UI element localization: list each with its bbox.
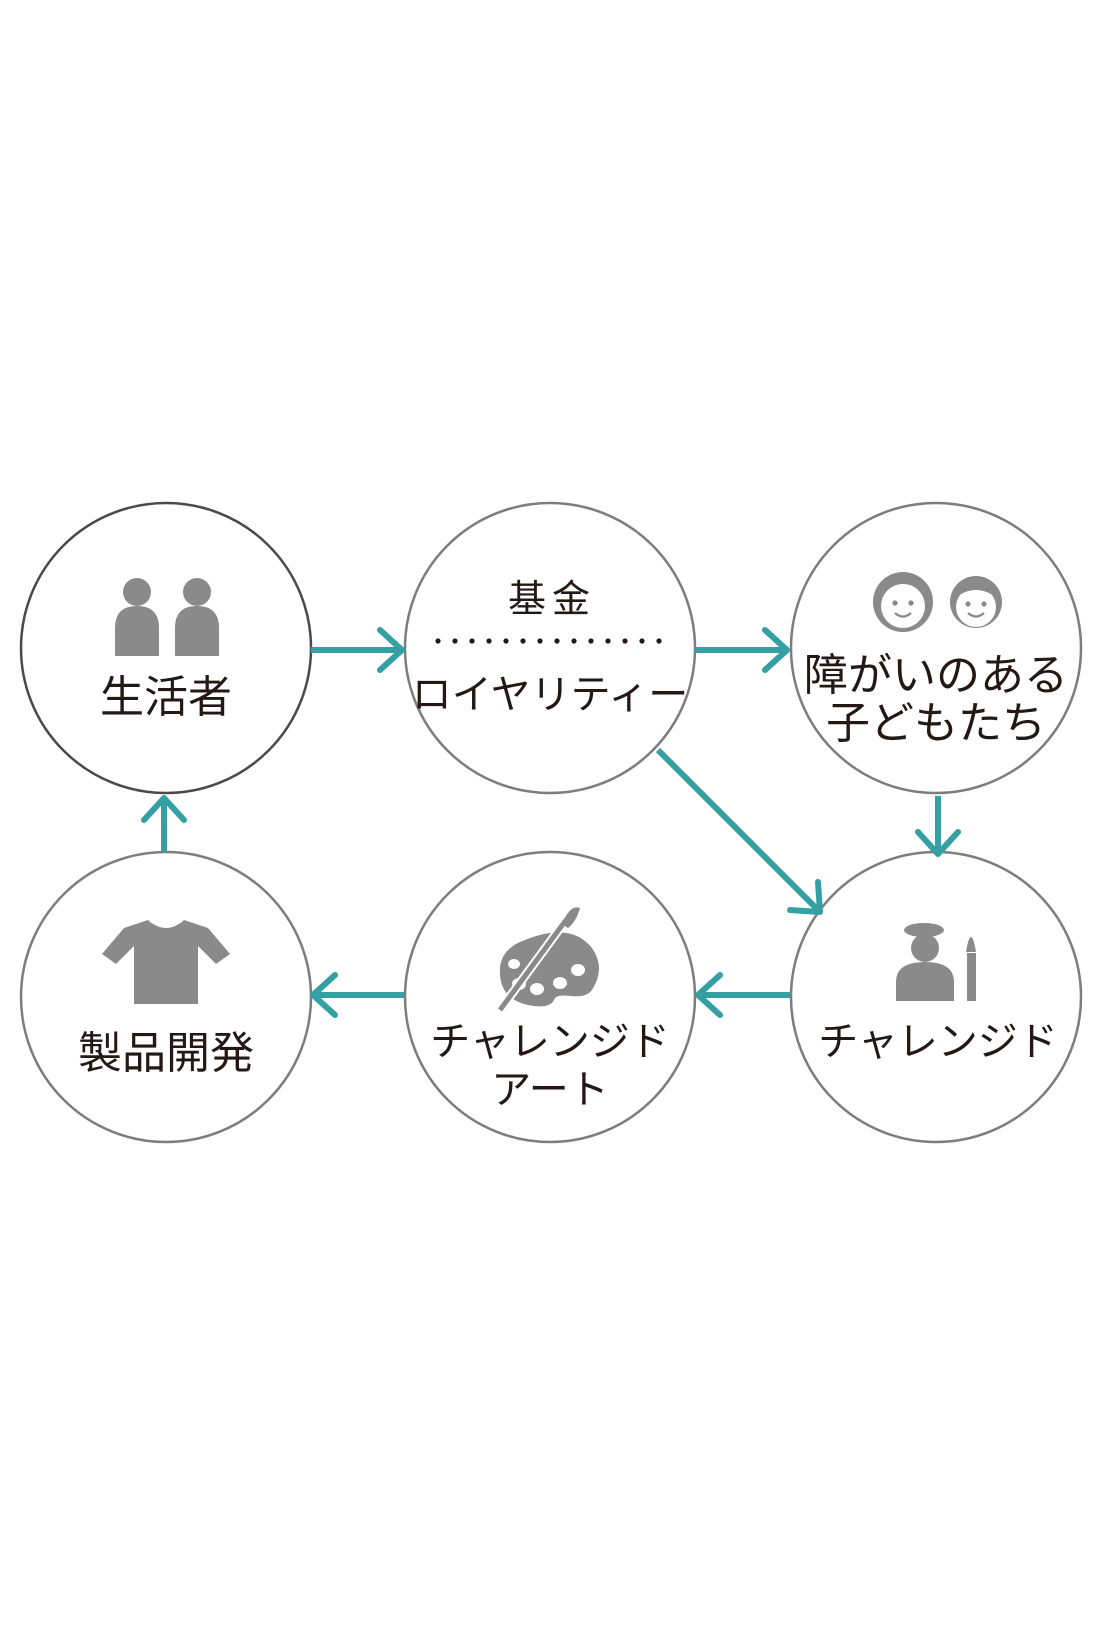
arrow-art-to-product [310,972,404,1018]
node-children-circle [789,501,1083,795]
node-challenged-art-label-line2: アート [491,1067,609,1113]
children-faces-icon [873,572,1002,632]
shirt-icon [102,920,230,1004]
arrow-fund-to-children [696,627,790,673]
node-challenged-art-label-line1: チャレンジド [430,1019,670,1065]
node-product-dev-label: 製品開発 [78,1028,254,1079]
node-challenged-label: チャレンジド [818,1019,1058,1065]
node-consumers-label: 生活者 [100,672,232,723]
arrow-fund-to-challenged [655,747,823,915]
arrow-consumers-to-fund [311,627,405,673]
dotted-divider [435,638,662,644]
node-fund-circle [403,501,697,795]
node-fund-label-top: 基金 [508,577,596,621]
node-children-label-line1: 障がいのある [804,650,1068,701]
artist-icon [896,923,976,1001]
node-fund-label-bottom: ロイヤリティー [412,672,688,718]
node-consumers-circle [19,501,313,795]
arrow-product-to-consumers [141,795,187,852]
palette-icon [496,907,599,1013]
people-icon [115,578,219,656]
arrow-children-to-challenged [915,796,961,857]
node-children-label-line2: 子どもたち [826,698,1046,749]
arrow-challenged-to-art [695,972,790,1018]
